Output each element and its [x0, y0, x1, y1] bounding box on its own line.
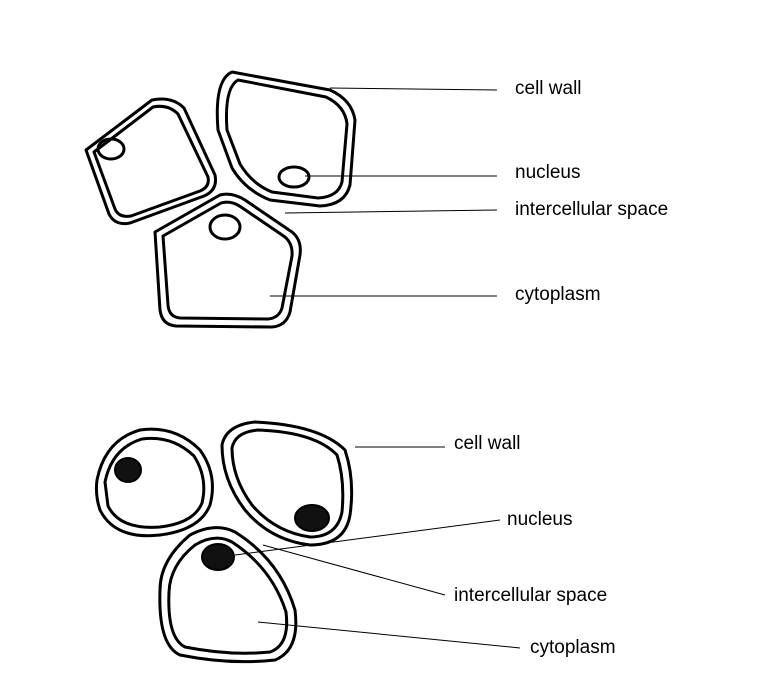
- label-cell-wall: cell wall: [515, 78, 582, 99]
- cell-wall-leader-line: [329, 87, 498, 91]
- nucleus-icon: [208, 213, 242, 241]
- top-cell-right: [215, 70, 357, 208]
- nucleus-icon: [277, 165, 311, 189]
- label-intercellular-space: intercellular space: [454, 585, 608, 606]
- top-cell-bottom: [153, 192, 302, 329]
- label-cytoplasm: cytoplasm: [515, 284, 601, 305]
- label-cell-wall: cell wall: [454, 433, 521, 454]
- bottom-cell-left: [94, 427, 214, 538]
- label-nucleus: nucleus: [507, 509, 573, 530]
- nucleus-icon: [114, 457, 142, 483]
- cytoplasm-leader-line: [257, 621, 521, 649]
- nucleus-icon: [96, 137, 126, 161]
- intercellular-space-leader-line: [262, 544, 446, 596]
- bottom-cell-right: [220, 420, 354, 547]
- label-cytoplasm: cytoplasm: [530, 637, 616, 658]
- bottom-cell-bottom: [158, 526, 298, 664]
- intercellular-space-leader-line: [284, 209, 498, 214]
- label-nucleus: nucleus: [515, 162, 581, 183]
- nucleus-icon: [201, 543, 235, 571]
- nucleus-icon: [294, 504, 330, 532]
- top-cell-left: [84, 97, 217, 226]
- label-intercellular-space: intercellular space: [515, 199, 669, 220]
